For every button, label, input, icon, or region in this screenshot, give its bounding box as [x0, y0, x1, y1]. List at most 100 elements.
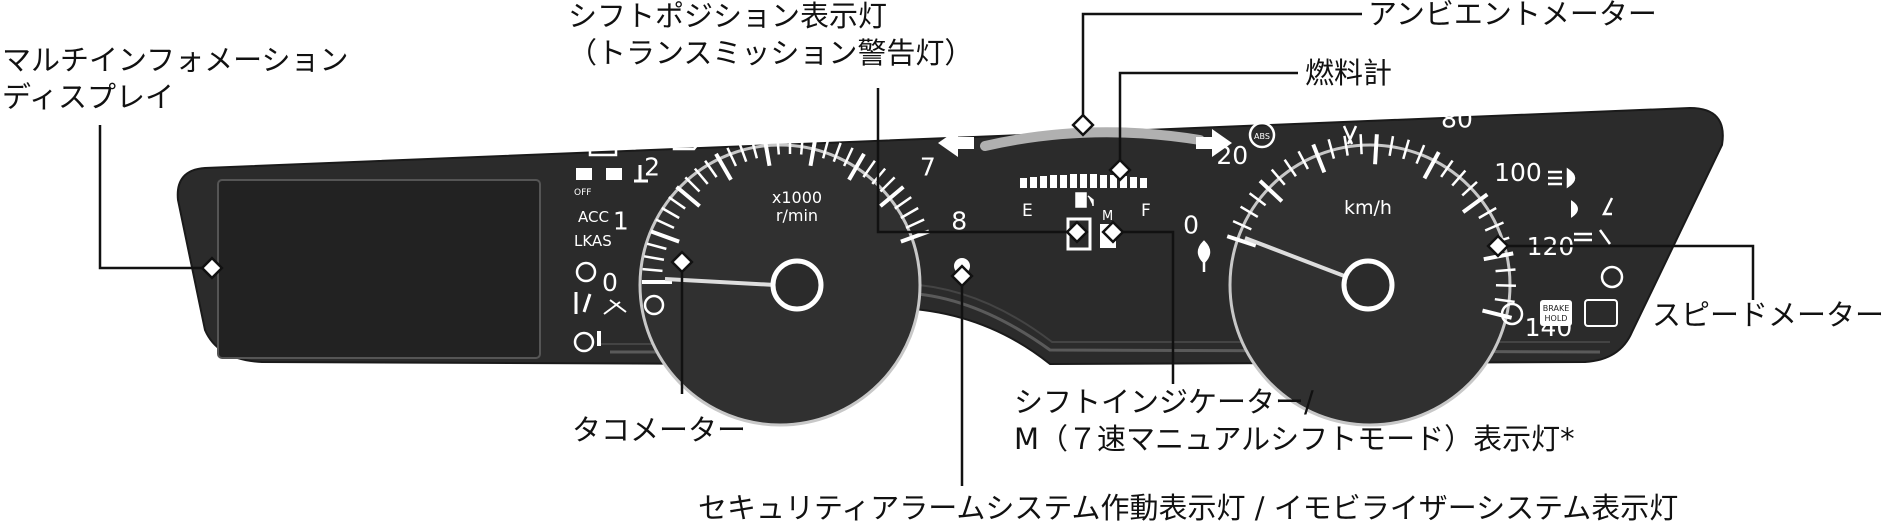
tachometer-tick	[905, 218, 925, 230]
speedometer-tick-label: 80	[1441, 105, 1473, 134]
leader-speedometer	[1498, 244, 1755, 300]
abs-label: ABS	[1254, 132, 1270, 141]
speedometer-tick	[1343, 135, 1349, 156]
leader-shift-position	[876, 88, 1077, 234]
callout-tachometer-text: タコメーター	[572, 413, 747, 447]
speedometer-tick	[1359, 134, 1363, 155]
speedometer-tick-label: 40	[1283, 95, 1315, 124]
speedometer-tick	[1388, 135, 1395, 157]
tachometer-tick-label: 7	[920, 152, 936, 181]
fuel-gauge-segment	[1110, 175, 1117, 188]
callout-mid-line2: ディスプレイ	[2, 80, 174, 114]
tachometer-tick	[832, 142, 842, 163]
callout-security-immobilizer: セキュリティアラームシステム作動表示灯 / イモビライザーシステム表示灯	[698, 490, 1678, 527]
tachometer-tick-label: 5	[813, 91, 829, 120]
speedometer-tick	[1451, 169, 1467, 187]
eco-assist-icon	[1197, 240, 1211, 272]
callout-shift-indicator: シフトインジケーター/ M（７速マニュアルシフトモード）表示灯*	[1014, 384, 1575, 458]
fog-light-icon	[1574, 232, 1592, 242]
leader-shift-indicator	[1113, 230, 1175, 384]
speedometer-tick	[1248, 192, 1267, 207]
marker-security	[950, 264, 974, 288]
battery-icon	[588, 137, 618, 157]
speedometer-tick-label: 100	[1494, 158, 1542, 187]
tachometer-tick	[808, 135, 818, 167]
fuel-gauge-segment	[1050, 175, 1057, 188]
callout-mid-line1: マルチインフォメーション	[2, 43, 349, 77]
callout-shift-position-line2: （トランスミッション警告灯）	[568, 36, 974, 70]
lkas-indicator: LKAS	[574, 232, 612, 250]
marker-fuel	[1108, 158, 1132, 182]
speedometer-tick	[1258, 179, 1284, 203]
fuel-gauge-segment	[1040, 176, 1047, 188]
tachometer-tick-label: 8	[951, 206, 967, 235]
tachometer-unit-line1: x1000	[772, 188, 822, 207]
tachometer-tick	[655, 218, 675, 230]
speedometer-tick	[1311, 143, 1327, 174]
multi-information-display-screen	[217, 179, 541, 359]
parking-brake-icon	[1500, 302, 1524, 326]
tachometer-tick	[650, 229, 680, 244]
marker-tachometer	[670, 250, 694, 274]
marker-shift-position	[1065, 220, 1089, 244]
speedometer-tick	[1402, 139, 1410, 160]
tachometer-tick	[900, 206, 919, 220]
fuel-gauge-empty-label: E	[1022, 201, 1033, 221]
tachometer-tick	[738, 142, 748, 163]
speedometer-tick	[1482, 308, 1513, 320]
speedometer-tick	[1461, 192, 1489, 214]
tachometer-tick	[879, 185, 905, 208]
abs-warning-icon	[1248, 121, 1276, 149]
seatbelt-reminder-icon	[574, 292, 592, 314]
speedometer-tick-label: 60	[1363, 82, 1395, 111]
callout-fuel-gauge: 燃料計	[1305, 55, 1392, 92]
tachometer-tick	[644, 255, 665, 262]
callout-shift-indicator-line2: M（７速マニュアルシフトモード）表示灯*	[1014, 422, 1575, 456]
callout-leader-lines	[98, 12, 1755, 486]
right-turn-signal-icon	[1196, 129, 1232, 157]
airbag-warning-icon	[1601, 197, 1614, 216]
tachometer-unit-line2: r/min	[776, 206, 818, 225]
speedometer-tick	[1270, 168, 1286, 186]
tachometer-tick	[879, 176, 896, 193]
vsa-system-icon	[606, 168, 622, 180]
tachometer-tick	[726, 147, 738, 167]
auto-idle-stop-icon	[643, 294, 665, 316]
marker-mid	[200, 256, 224, 280]
tachometer-tick	[821, 138, 830, 159]
callout-speedometer-text: スピードメーター	[1652, 298, 1885, 332]
speedometer-tick	[1239, 205, 1259, 218]
callout-ambient-text: アンビエントメーター	[1368, 0, 1657, 31]
vsa-icon	[576, 168, 592, 180]
tachometer-needle	[664, 277, 776, 287]
tachometer-hub	[770, 258, 824, 312]
leader-ambient	[1081, 12, 1362, 125]
fuel-gauge-segment	[1090, 174, 1097, 188]
auto-high-beam-icon	[1571, 200, 1578, 218]
tachometer-tick-marks	[642, 134, 930, 284]
tachometer-tick	[775, 134, 781, 155]
speedometer-tick	[1478, 206, 1497, 220]
fuel-gauge-full-label: F	[1141, 201, 1151, 221]
vsa-off-label: OFF	[574, 188, 591, 198]
lane-departure-icon	[603, 299, 627, 315]
speedometer-tick	[1373, 134, 1379, 165]
tachometer-tick	[862, 160, 876, 178]
callout-shift-indicator-line1: シフトインジケーター/	[1014, 385, 1314, 419]
tachometer-tick	[668, 196, 686, 210]
callout-ambient-meter: アンビエントメーター	[1368, 0, 1657, 33]
speedometer-tick	[1484, 221, 1505, 232]
speedometer-tick-label: 0	[1183, 211, 1199, 240]
tachometer-tick	[762, 135, 772, 167]
callout-multi-information-display: マルチインフォメーション ディスプレイ	[2, 42, 349, 116]
tachometer-tick	[661, 206, 680, 220]
acc-indicator: ACC	[578, 208, 609, 226]
speedometer-tick	[1461, 180, 1478, 197]
tachometer-tick	[693, 167, 709, 185]
tachometer-tick	[684, 176, 701, 193]
callout-security-text: セキュリティアラームシステム作動表示灯 / イモビライザーシステム表示灯	[698, 491, 1679, 525]
speedometer-tick	[1283, 159, 1297, 177]
power-steering-warning-icon	[573, 331, 595, 353]
